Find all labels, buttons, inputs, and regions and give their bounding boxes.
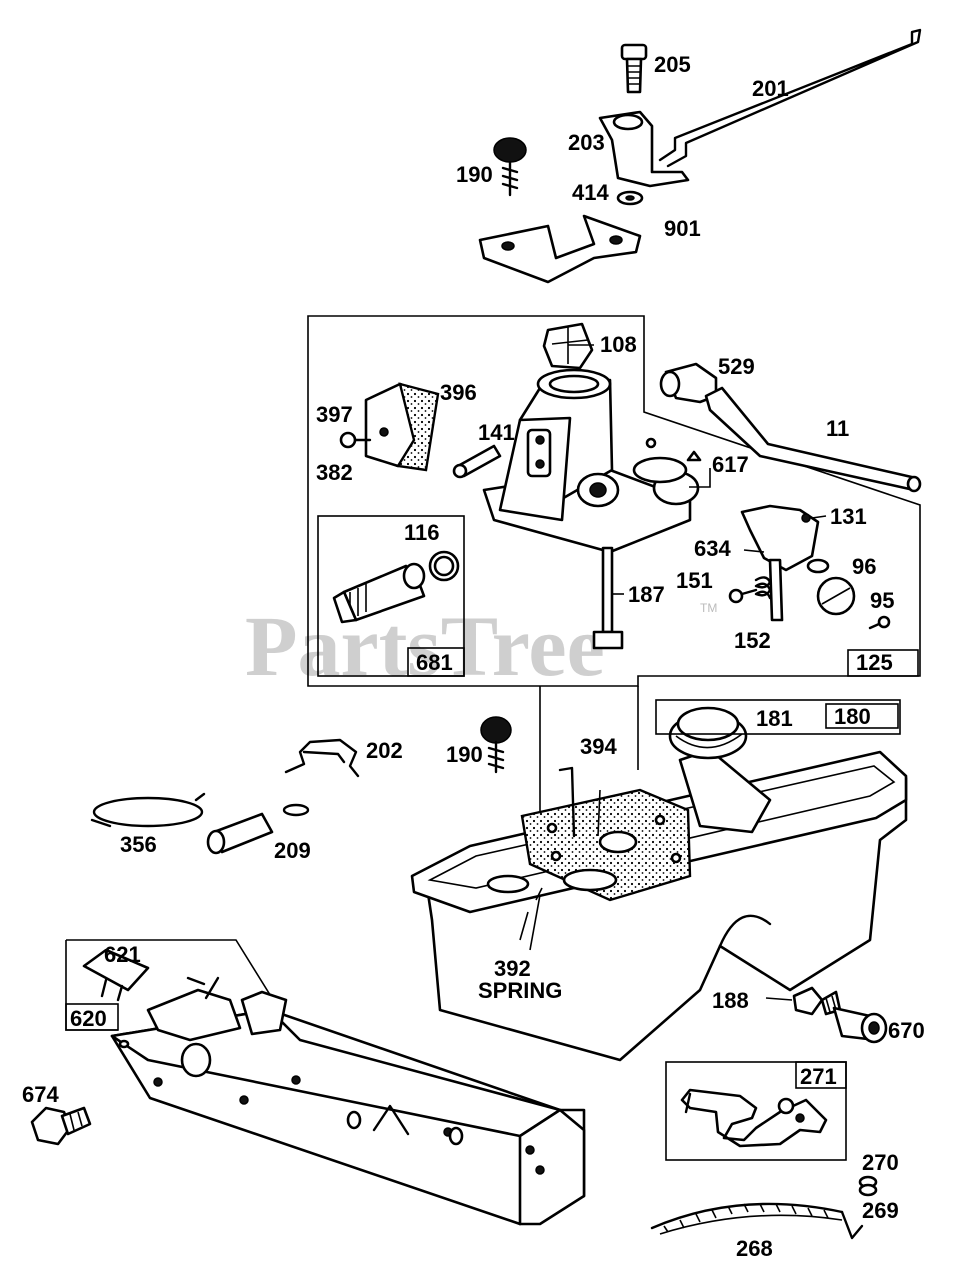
screw-141 — [452, 444, 502, 479]
group-label-box-681 — [407, 647, 465, 677]
group-label-box-125 — [847, 649, 919, 677]
group-label-box-620 — [65, 1003, 119, 1031]
callout-151: 151 — [676, 568, 713, 593]
screw-382 — [339, 431, 372, 449]
needle-187 — [601, 546, 614, 634]
air-cleaner-397-396 — [364, 382, 440, 472]
callout-681: 681 — [416, 650, 453, 675]
link-202 — [284, 738, 360, 778]
callout-181: 181 — [756, 706, 793, 731]
choke-plate-108 — [542, 322, 594, 370]
bracket-203 — [598, 110, 690, 188]
pipe-394 — [558, 766, 576, 838]
leader-line — [597, 789, 601, 837]
callout-620: 620 — [70, 1006, 107, 1031]
callout-209: 209 — [274, 838, 311, 863]
spring-268 — [650, 1202, 864, 1240]
callout-670: 670 — [888, 1018, 925, 1043]
group-box-125 — [307, 315, 921, 687]
screw-190-top — [493, 137, 527, 197]
bracket-621 — [82, 948, 150, 1002]
filter-670 — [832, 1006, 888, 1044]
callout-392: 392 — [494, 956, 531, 981]
callout-392-spring: SPRING — [478, 978, 562, 1003]
callout-529: 529 — [718, 354, 755, 379]
leader-line — [519, 887, 543, 941]
carburetor-body — [482, 368, 702, 554]
callout-141: 141 — [478, 420, 515, 445]
leader-line — [811, 515, 827, 519]
callout-201: 201 — [752, 76, 789, 101]
callout-270: 270 — [862, 1150, 899, 1175]
callout-621: 621 — [104, 942, 141, 967]
callout-271: 271 — [800, 1064, 837, 1089]
callout-397: 397 — [316, 402, 353, 427]
control-plate — [110, 976, 586, 1226]
group-box-681 — [317, 515, 465, 677]
spring-152 — [754, 576, 772, 600]
callout-187: 187 — [628, 582, 665, 607]
washer-414 — [616, 190, 644, 206]
throttle-131-634 — [740, 504, 830, 622]
callout-190-mid: 190 — [446, 742, 483, 767]
callout-269: 269 — [862, 1198, 899, 1223]
callout-125: 125 — [856, 650, 893, 675]
callout-11: 11 — [826, 416, 849, 441]
callout-674: 674 — [22, 1082, 59, 1107]
callout-96: 96 — [852, 554, 876, 579]
leader-line — [765, 997, 793, 1001]
bolt-674 — [30, 1106, 92, 1146]
callout-116: 116 — [404, 520, 440, 545]
fuel-cap-181 — [668, 706, 772, 834]
lever-271 — [680, 1088, 828, 1148]
group-box-180-top — [655, 699, 901, 735]
screw-95 — [868, 615, 891, 630]
fuel-valve-116 — [332, 550, 460, 624]
throttle-shaft-disc-96 — [816, 576, 856, 616]
leader-line — [743, 549, 765, 553]
nut-270 — [858, 1175, 878, 1197]
spring-209 — [206, 803, 310, 855]
leader-line — [529, 894, 541, 951]
callout-414: 414 — [572, 180, 609, 205]
spring-392 — [562, 868, 618, 892]
callout-634: 634 — [694, 536, 731, 561]
callout-617: 617 — [712, 452, 749, 477]
callout-396: 396 — [440, 380, 477, 405]
leader-line — [689, 468, 711, 488]
group-label-box-271 — [795, 1061, 847, 1089]
watermark-trademark: TM — [700, 601, 717, 615]
callout-131: 131 — [830, 504, 867, 529]
callout-382: 382 — [316, 460, 353, 485]
callout-190-top: 190 — [456, 162, 493, 187]
group-box-271 — [665, 1061, 847, 1161]
callout-95: 95 — [870, 588, 894, 613]
callout-180: 180 — [834, 704, 871, 729]
callout-205: 205 — [654, 52, 691, 77]
callout-394: 394 — [580, 734, 617, 759]
callout-188: 188 — [712, 988, 749, 1013]
callout-356: 356 — [120, 832, 157, 857]
callout-152: 152 — [734, 628, 771, 653]
ring-356 — [90, 792, 206, 828]
screw-151 — [728, 588, 758, 604]
callout-901: 901 — [664, 216, 701, 241]
screw-190-mid — [480, 716, 512, 774]
governor-link-201 — [658, 28, 922, 168]
callout-203: 203 — [568, 130, 605, 155]
callout-268: 268 — [736, 1236, 773, 1261]
group-label-box-180 — [825, 703, 899, 729]
bolt-205 — [620, 43, 648, 94]
callout-108: 108 — [600, 332, 637, 357]
fitting-188 — [792, 986, 842, 1016]
callout-202: 202 — [366, 738, 403, 763]
bracket-901 — [478, 214, 642, 284]
watermark-text: PartsTree — [245, 598, 605, 694]
